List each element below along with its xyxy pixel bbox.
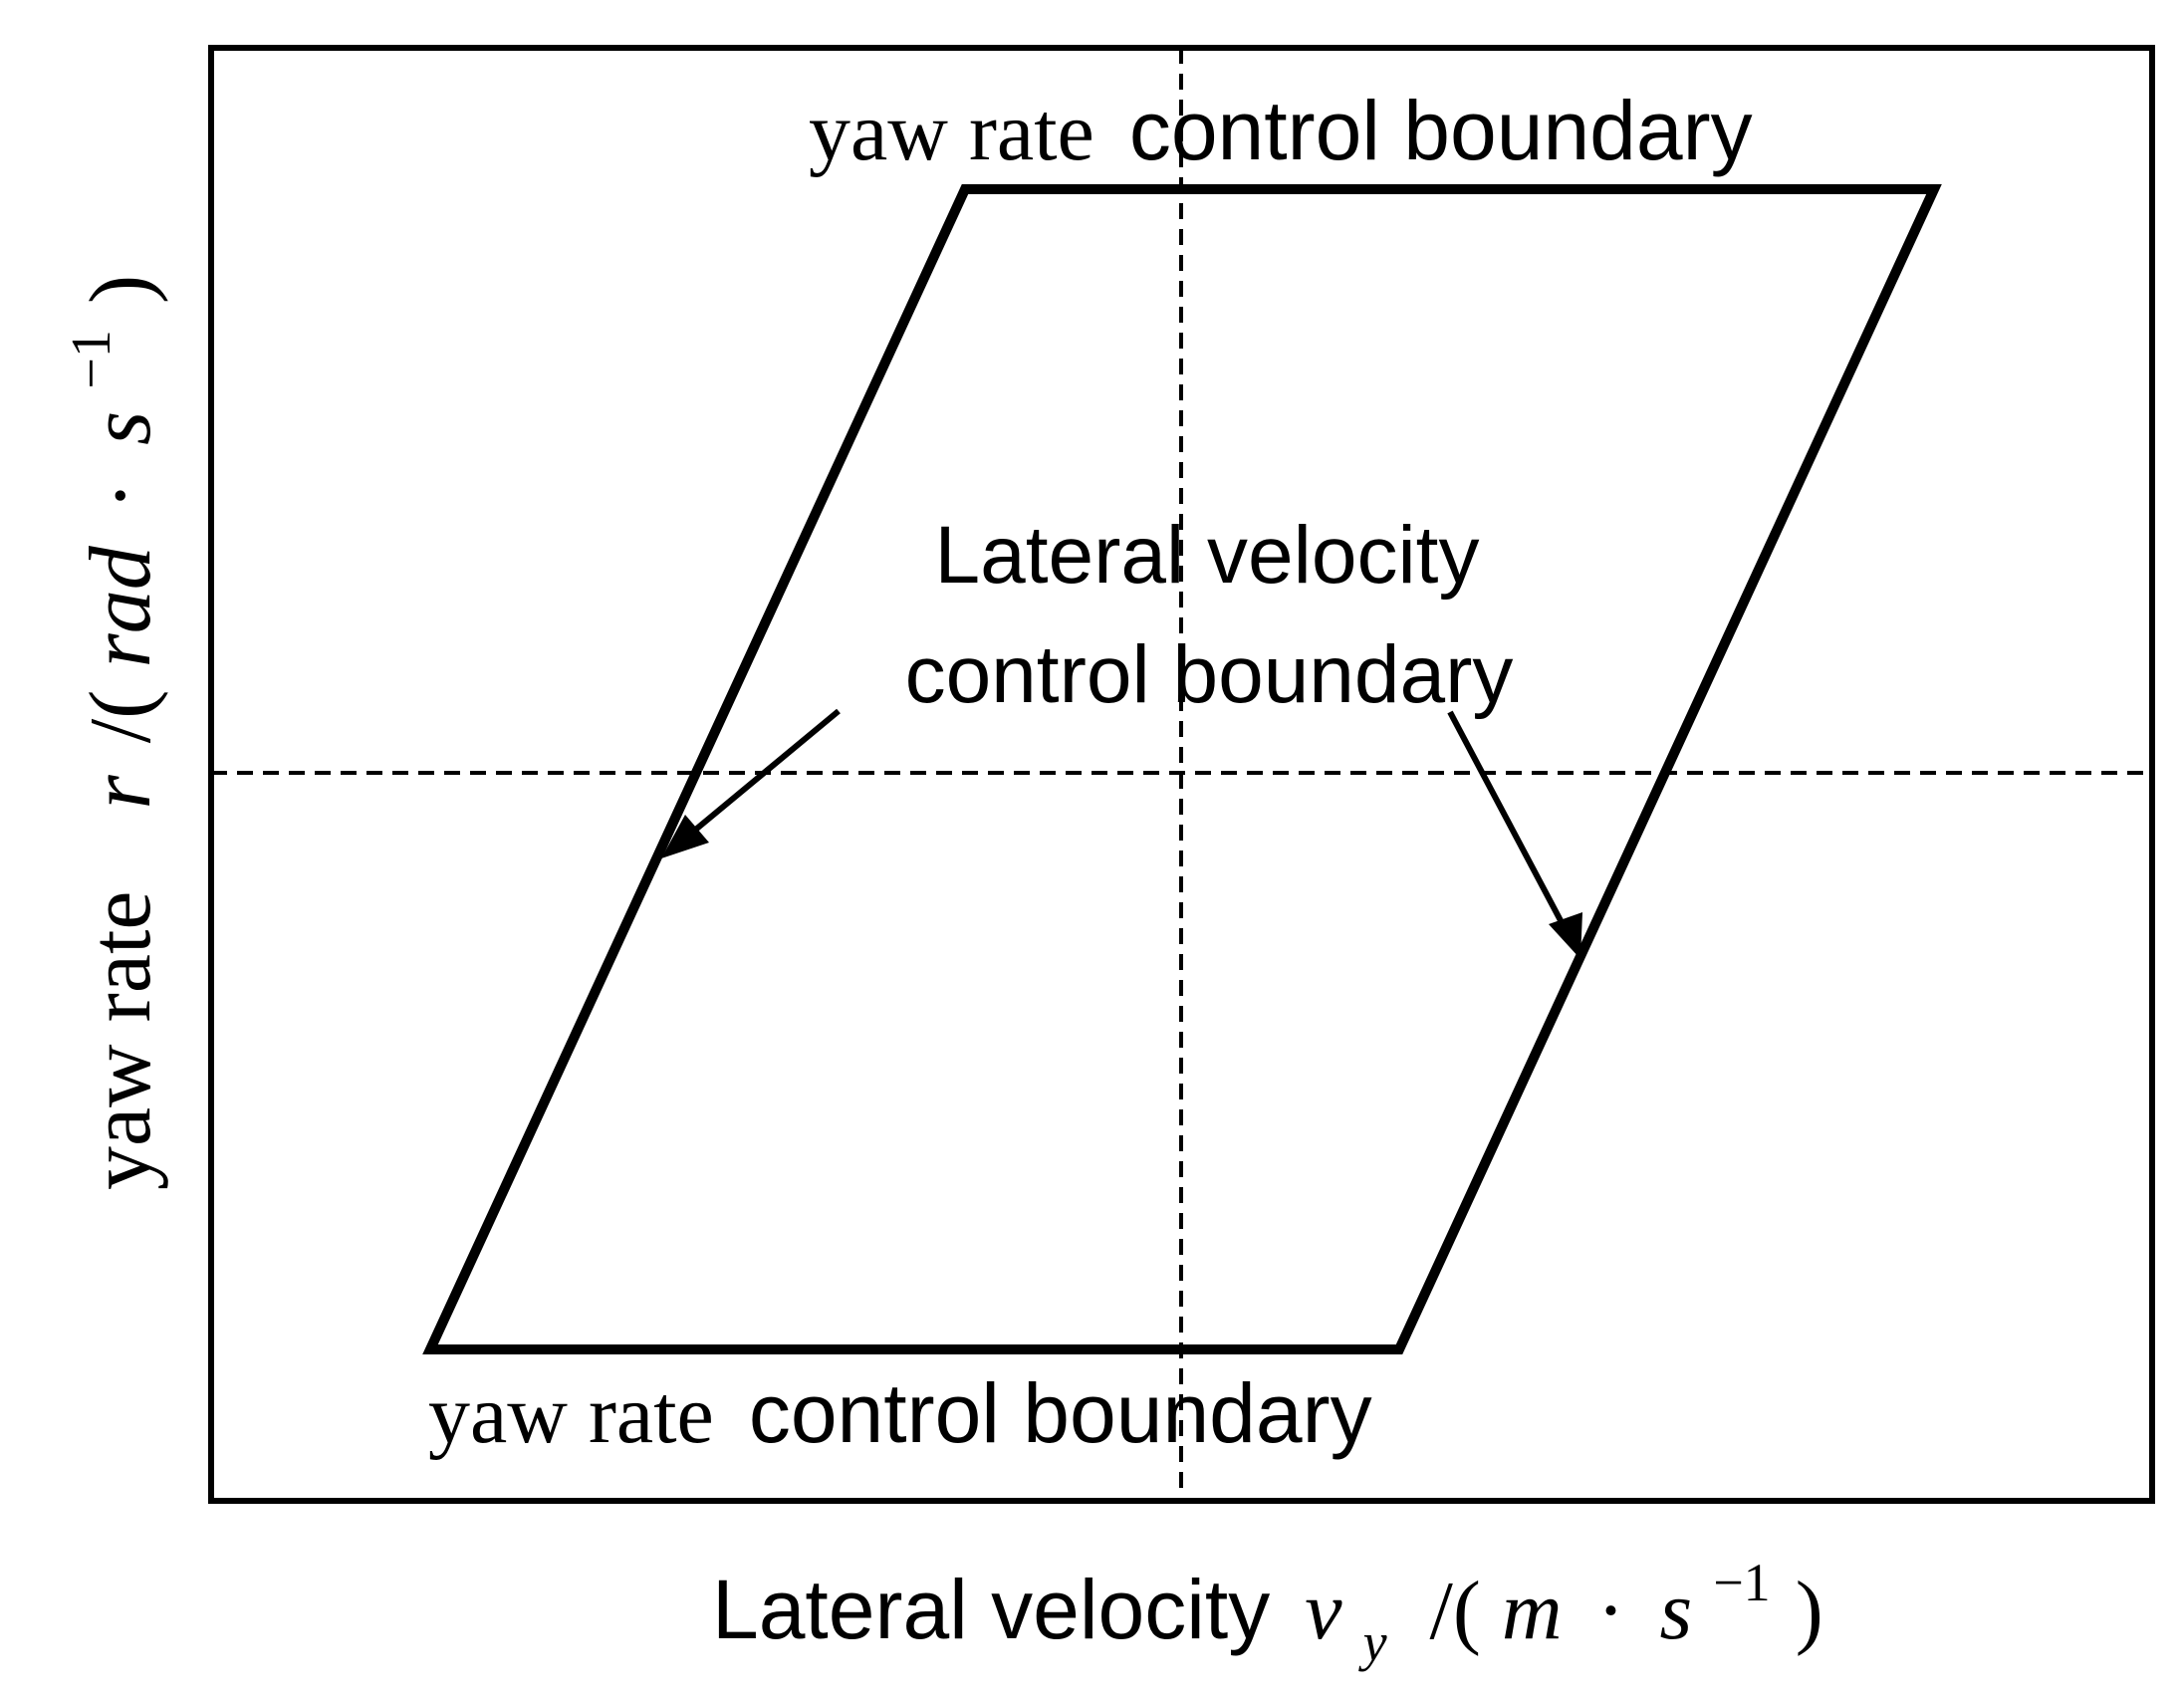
x-axis-slash: /( [1430, 1565, 1481, 1657]
y-axis-unit-rad: rad [73, 545, 169, 667]
y-axis-dot: · [73, 481, 169, 510]
x-axis-var-sub: y [1358, 1612, 1387, 1672]
left-arrow-head [661, 815, 709, 858]
y-axis-title: yaw rate r /( rad · s −1 ) [33, 275, 169, 1190]
y-axis-exp: −1 [61, 330, 122, 389]
bottom-boundary-label: yaw rate control boundary [428, 1366, 1372, 1461]
x-axis-unit-m: m [1502, 1565, 1563, 1657]
top-boundary-serif: yaw rate [809, 86, 1094, 178]
bottom-boundary-serif: yaw rate [428, 1368, 714, 1461]
lateral-boundary-line1: Lateral velocity [935, 510, 1480, 601]
x-axis-unit-s: s [1660, 1565, 1693, 1657]
y-axis-close: ) [73, 275, 169, 304]
top-boundary-sans: control boundary [1129, 84, 1753, 177]
y-axis-var: r [73, 775, 169, 810]
x-axis-close: ) [1796, 1565, 1823, 1657]
right-boundary-arrow [1447, 710, 1567, 928]
x-axis-exp: −1 [1713, 1553, 1770, 1612]
stable-region-parallelogram [422, 184, 1942, 1354]
lateral-boundary-line2: control boundary [905, 629, 1514, 720]
x-axis-var: v [1305, 1565, 1342, 1657]
x-axis-dot: · [1597, 1565, 1625, 1657]
top-boundary-label: yaw rate control boundary [809, 84, 1753, 178]
left-boundary-arrow [685, 708, 841, 840]
x-axis-text: Lateral velocity [712, 1563, 1270, 1656]
right-arrow-head [1549, 912, 1582, 959]
y-axis-text: yaw rate [73, 891, 169, 1190]
x-axis-title: Lateral velocity v y /( m · s −1 ) [712, 1527, 1823, 1679]
y-axis-unit-s: s [73, 411, 169, 445]
y-axis-slash: /( [73, 690, 169, 744]
bottom-boundary-sans: control boundary [749, 1366, 1372, 1460]
